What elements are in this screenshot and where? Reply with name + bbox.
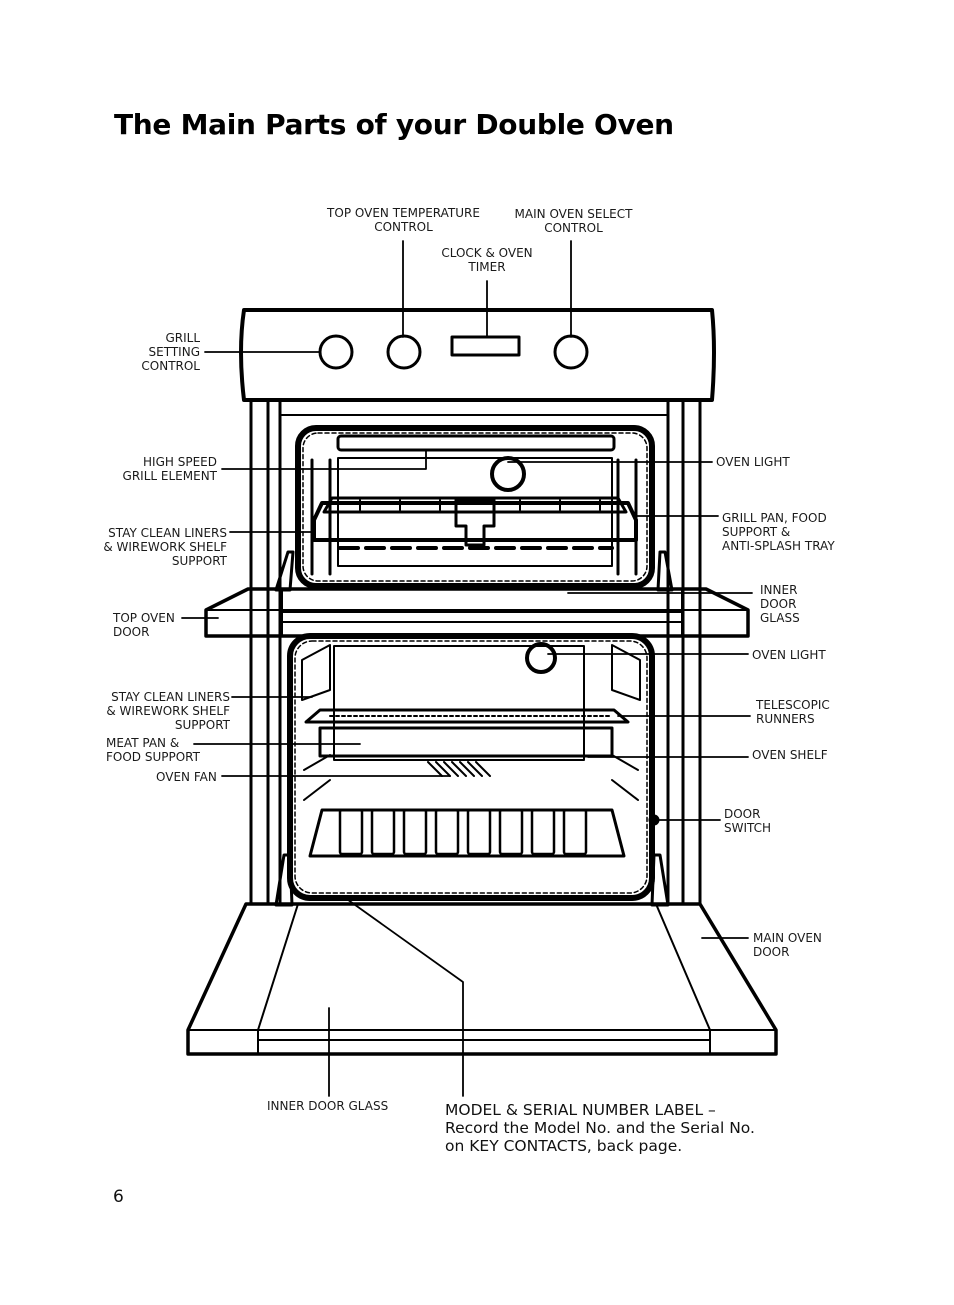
label-main-oven-select-control: MAIN OVEN SELECT CONTROL — [514, 207, 633, 235]
label-telescopic-runners: TELESCOPIC RUNNERS — [756, 698, 830, 726]
label-oven-light-main: OVEN LIGHT — [752, 648, 826, 662]
top-oven-door — [204, 587, 750, 638]
label-clock-oven-timer: CLOCK & OVEN TIMER — [441, 246, 533, 274]
label-inner-door-glass-bottom: INNER DOOR GLASS — [267, 1099, 389, 1113]
label-oven-shelf: OVEN SHELF — [752, 748, 828, 762]
label-inner-door-glass-top: INNER DOOR GLASS — [760, 583, 800, 625]
model-serial-number-note: MODEL & SERIAL NUMBER LABEL – Record the… — [445, 1101, 755, 1155]
clock-timer-display — [450, 335, 521, 357]
label-high-speed-grill-element: HIGH SPEED GRILL ELEMENT — [122, 455, 217, 483]
label-oven-fan: OVEN FAN — [156, 770, 217, 784]
control-panel — [239, 308, 716, 402]
label-grill-setting-control: GRILL SETTING CONTROL — [141, 331, 200, 373]
page-title: The Main Parts of your Double Oven — [114, 108, 674, 141]
label-top-oven-door: TOP OVEN DOOR — [113, 611, 175, 639]
grill-setting-knob — [318, 334, 354, 370]
label-main-oven-door: MAIN OVEN DOOR — [753, 931, 822, 959]
main-oven-cavity — [274, 633, 670, 907]
main-oven-select-knob — [553, 334, 589, 370]
top-oven-temperature-knob — [386, 334, 422, 370]
main-oven-door — [186, 902, 778, 1056]
label-meat-pan-food-support: MEAT PAN & FOOD SUPPORT — [106, 736, 200, 764]
label-stay-clean-liners-main: STAY CLEAN LINERS & WIREWORK SHELF SUPPO… — [106, 690, 230, 732]
top-oven-cavity — [274, 425, 674, 592]
label-grill-pan-food-support: GRILL PAN, FOOD SUPPORT & ANTI-SPLASH TR… — [722, 511, 835, 553]
leader-lines — [181, 240, 753, 1097]
label-top-oven-temperature-control: TOP OVEN TEMPERATURE CONTROL — [327, 206, 480, 234]
label-oven-light-top: OVEN LIGHT — [716, 455, 790, 469]
label-door-switch: DOOR SWITCH — [724, 807, 772, 835]
page-number: 6 — [113, 1187, 124, 1207]
label-stay-clean-liners-top: STAY CLEAN LINERS & WIREWORK SHELF SUPPO… — [103, 526, 227, 568]
